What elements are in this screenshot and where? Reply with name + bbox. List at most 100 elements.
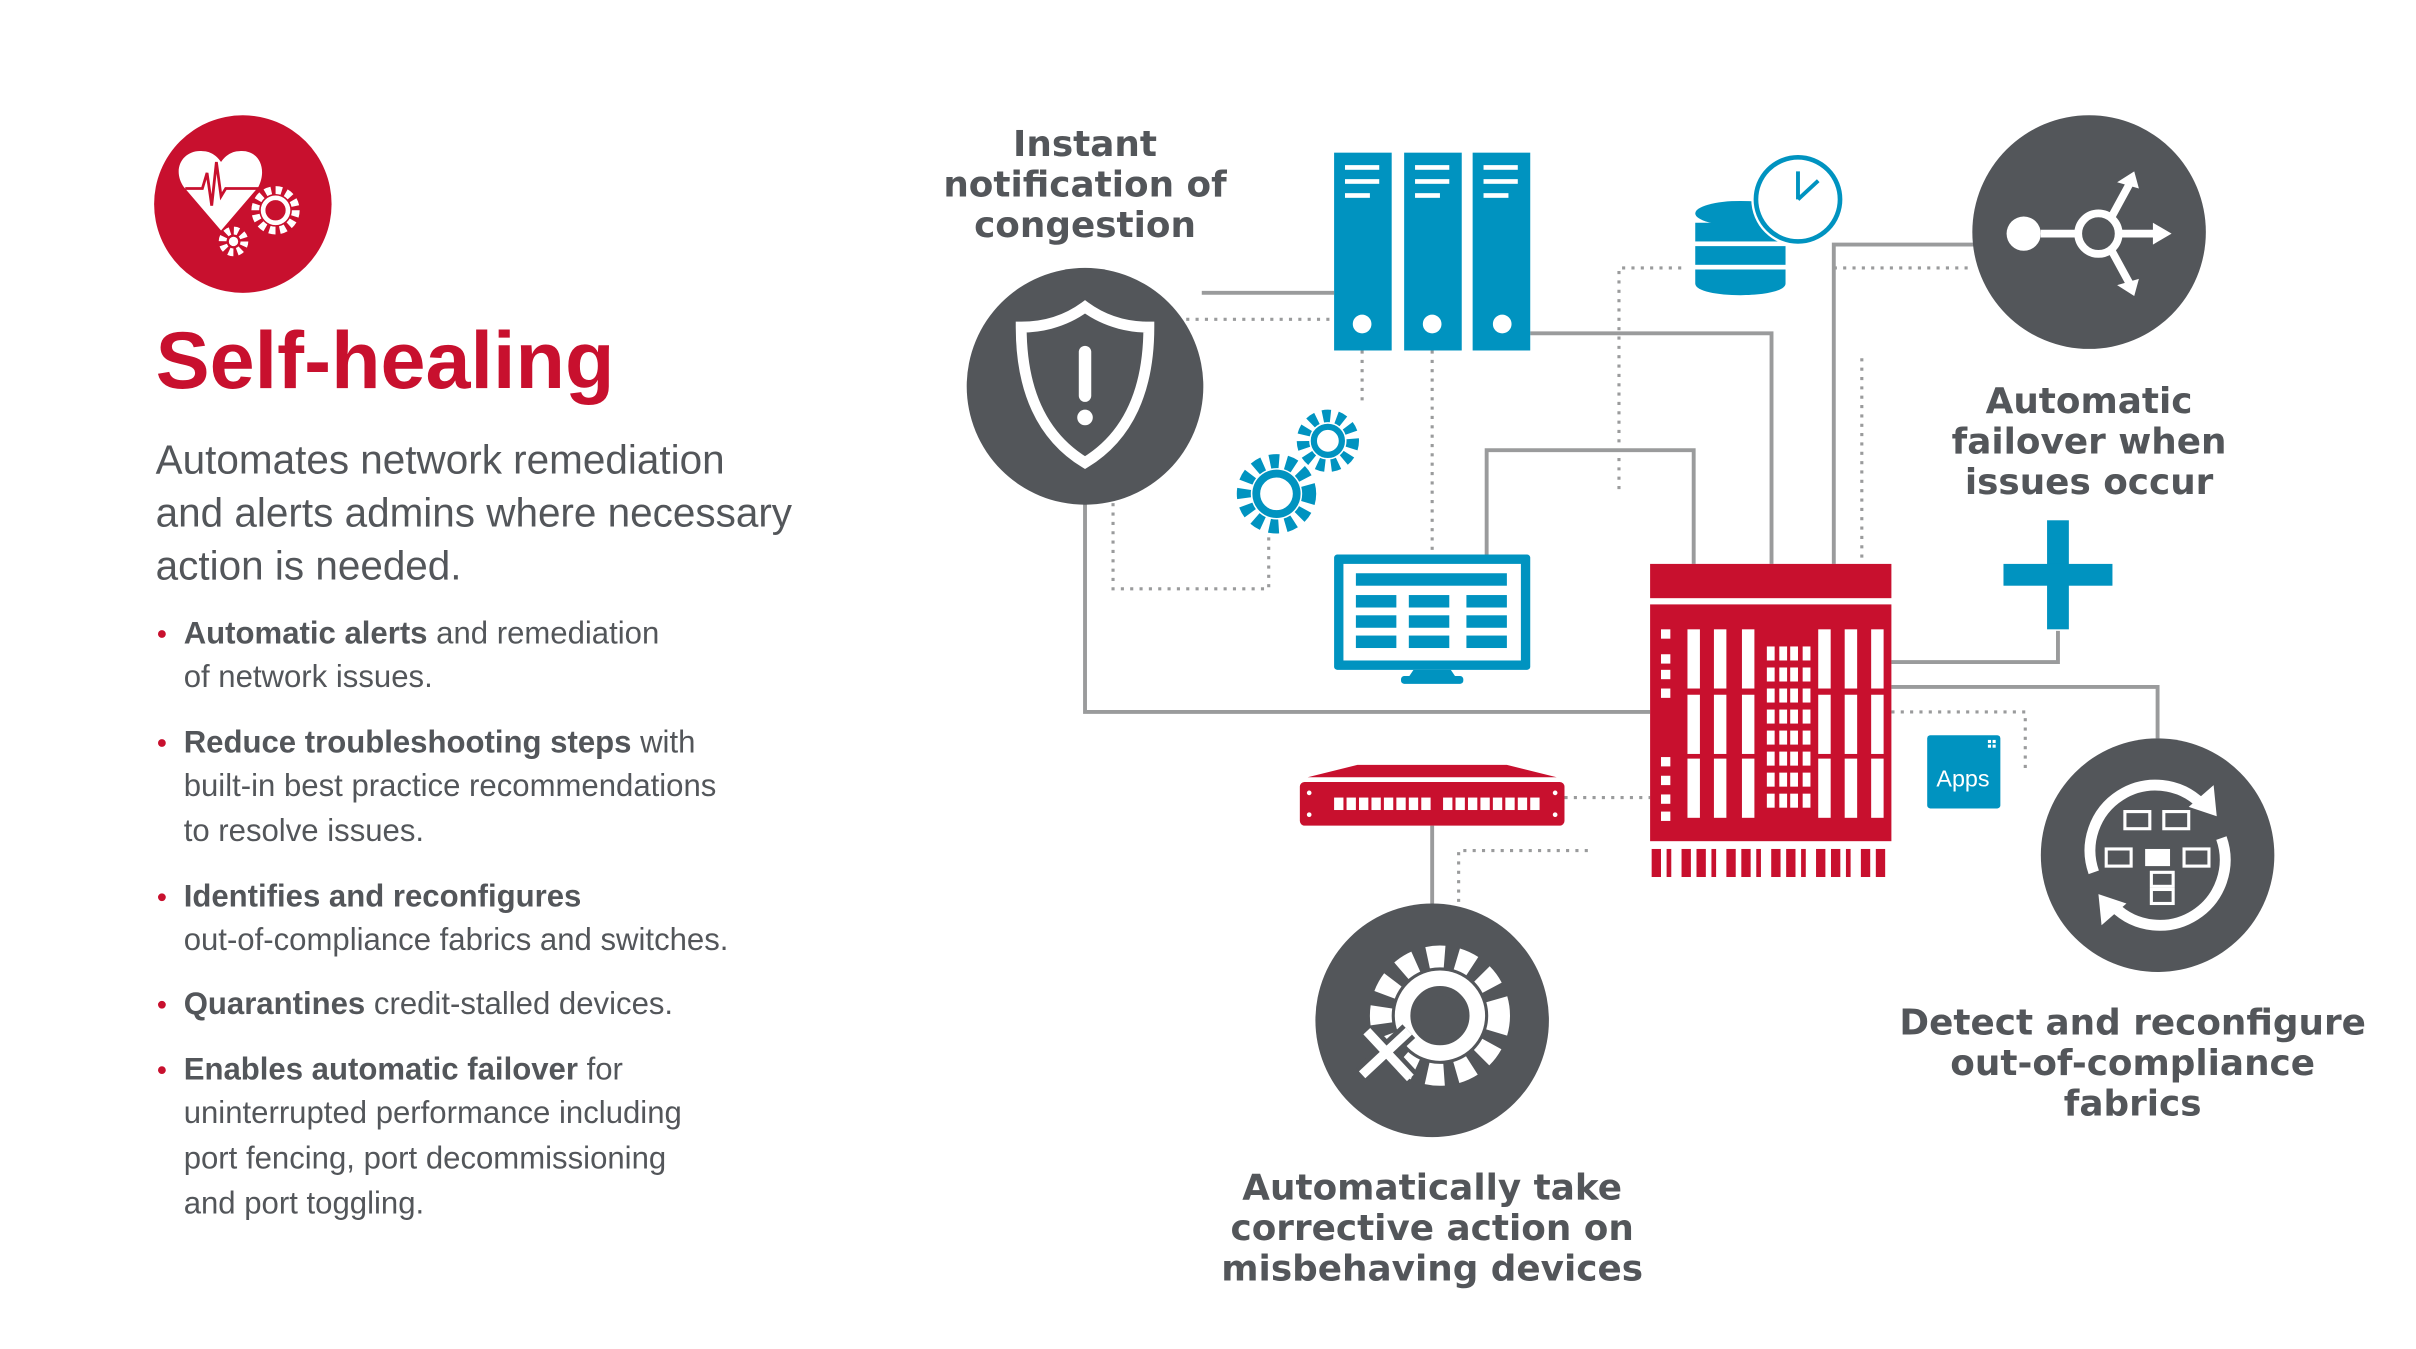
shield-alert-icon xyxy=(966,267,1204,505)
chassis-port xyxy=(1802,709,1811,724)
chassis-slot xyxy=(1818,694,1831,754)
bullet-bold: Quarantines xyxy=(184,986,366,1021)
chassis-led xyxy=(1661,775,1671,786)
chassis-port xyxy=(1790,751,1798,766)
chassis-slot xyxy=(1713,629,1727,689)
chassis-port xyxy=(1790,667,1798,682)
chassis-foot xyxy=(1651,848,1661,878)
chassis-slot xyxy=(1844,694,1858,754)
bullet-item: Enables automatic failover for uninterru… xyxy=(158,1052,682,1220)
chassis-port xyxy=(1779,667,1788,682)
switch-port xyxy=(1334,797,1344,811)
chassis-port xyxy=(1802,772,1811,787)
switch-port xyxy=(1396,797,1406,811)
gear-tools-icon xyxy=(1315,903,1549,1138)
chassis-slot xyxy=(1818,629,1831,689)
chassis-led xyxy=(1661,811,1671,821)
bullet-text: out-of-compliance fabrics and switches. xyxy=(184,922,729,957)
chassis-foot xyxy=(1816,848,1826,878)
chassis-port xyxy=(1766,709,1775,724)
gears-icon xyxy=(1236,409,1359,534)
chassis-port xyxy=(1779,688,1788,703)
bullet-item: Identifies and reconfigures out-of-compl… xyxy=(158,879,729,957)
chassis-port xyxy=(1790,688,1798,703)
switch-port xyxy=(1371,797,1381,811)
chassis-foot xyxy=(1681,848,1691,878)
chassis-foot xyxy=(1845,848,1851,878)
database-clock-icon xyxy=(1695,152,1845,296)
self-healing-icon xyxy=(154,115,332,293)
chassis-slot xyxy=(1844,758,1858,818)
chassis-slot xyxy=(1713,758,1727,818)
node-label: congestion xyxy=(974,205,1196,246)
chassis-port xyxy=(1802,667,1811,682)
bullet-bold: Enables automatic failover xyxy=(184,1052,578,1087)
chassis-slot xyxy=(1741,694,1755,754)
chassis-port xyxy=(1779,793,1788,808)
chassis-port xyxy=(1790,730,1798,745)
chassis-port xyxy=(1802,730,1811,745)
switch-port xyxy=(1517,797,1528,811)
switch-port xyxy=(1421,797,1431,811)
intro-line: action is needed. xyxy=(156,542,462,588)
chassis-slot xyxy=(1687,758,1700,818)
node-label: Automatically take xyxy=(1242,1167,1622,1208)
node-label: Detect and reconfigure xyxy=(1899,1002,2366,1043)
chassis-port xyxy=(1790,646,1798,661)
svg-text:Reduce troubleshooting steps w: Reduce troubleshooting steps with xyxy=(184,724,696,759)
chassis-port xyxy=(1766,688,1775,703)
chassis-foot xyxy=(1801,848,1806,878)
node-label: misbehaving devices xyxy=(1221,1248,1643,1289)
chassis-port xyxy=(1766,772,1775,787)
chassis-slot xyxy=(1741,629,1755,689)
node-label: Automatic xyxy=(1986,381,2193,422)
director-chassis-icon xyxy=(1650,563,1892,878)
bullet-bold: Automatic alerts xyxy=(184,615,428,650)
chassis-port xyxy=(1779,730,1788,745)
chassis-port xyxy=(1766,667,1775,682)
connector-lines xyxy=(1083,242,2160,904)
node-label: corrective action on xyxy=(1231,1208,1634,1249)
bullet-text: port fencing, port decommissioning xyxy=(184,1140,667,1175)
bullet-bold: Identifies and reconfigures xyxy=(184,879,582,914)
switch-port xyxy=(1492,797,1503,811)
failover-node: Automatic failover when issues occur xyxy=(1952,115,2227,503)
chassis-foot xyxy=(1756,848,1761,878)
chassis-slot xyxy=(1871,758,1884,818)
chassis-port xyxy=(1802,688,1811,703)
chassis-led xyxy=(1661,629,1671,639)
chassis-port xyxy=(1766,793,1775,808)
bullet-text: for xyxy=(578,1052,623,1087)
bullet-item: Quarantines credit-stalled devices. xyxy=(158,986,673,1021)
chassis-led xyxy=(1661,757,1671,767)
chassis-foot xyxy=(1771,848,1781,878)
chassis-foot xyxy=(1830,848,1841,878)
chassis-slot xyxy=(1844,629,1858,689)
bullet-text: built-in best practice recommendations xyxy=(184,768,717,803)
chassis-port xyxy=(1802,793,1811,808)
switch-port xyxy=(1467,797,1478,811)
chassis-port xyxy=(1779,751,1788,766)
switch-port xyxy=(1383,797,1394,811)
page-title: Self-healing xyxy=(156,316,615,406)
compliance-node: Detect and reconfigure out-of-compliance… xyxy=(1899,738,2366,1124)
node-label: Instant xyxy=(1013,124,1157,165)
chassis-port xyxy=(1802,751,1811,766)
failover-arrows-icon xyxy=(1972,115,2206,349)
chassis-slot xyxy=(1687,694,1700,754)
reconfigure-cycle-icon xyxy=(2040,738,2275,973)
switch-port xyxy=(1455,797,1465,811)
bullet-text: with xyxy=(631,724,695,759)
bullet-text: to resolve issues. xyxy=(184,813,424,848)
svg-text:Automatic alerts and remediati: Automatic alerts and remediation xyxy=(184,615,660,650)
switch-port xyxy=(1408,797,1419,811)
chassis-foot xyxy=(1741,848,1751,878)
intro-text: Automates network remediation and alerts… xyxy=(156,437,793,589)
switch-port xyxy=(1443,797,1453,811)
chassis-slot xyxy=(1687,629,1700,689)
monitor-dashboard-icon xyxy=(1334,554,1531,684)
switch-port xyxy=(1346,797,1356,811)
node-label: notification of xyxy=(943,164,1227,205)
node-label: failover when xyxy=(1952,421,2227,462)
chassis-slot xyxy=(1818,758,1831,818)
